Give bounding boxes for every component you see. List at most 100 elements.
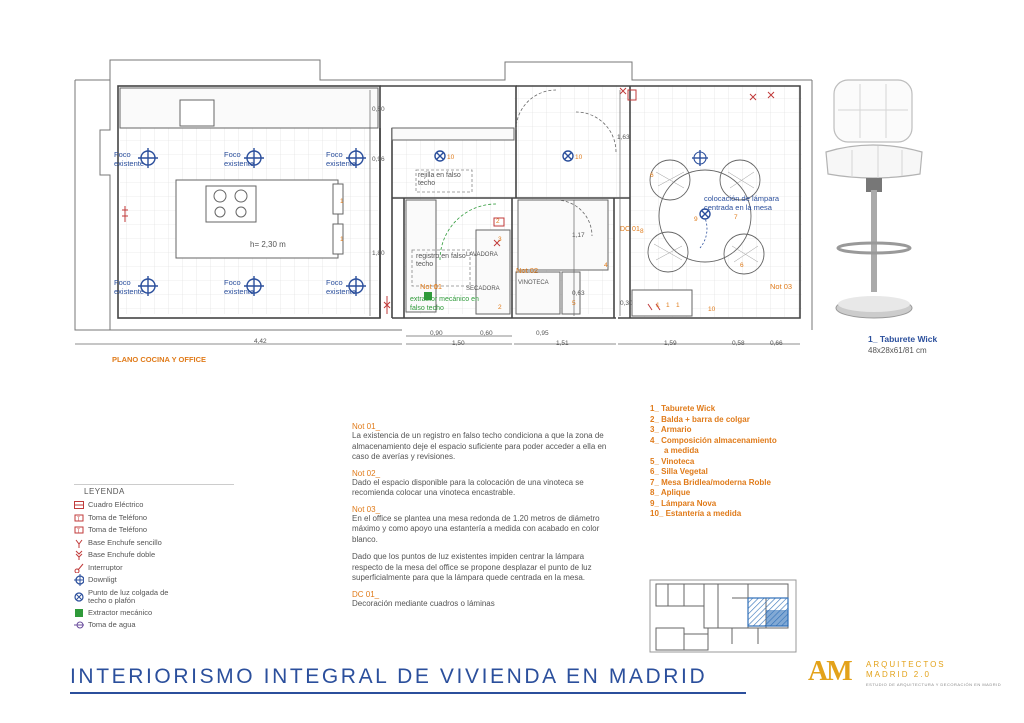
extractor-label: extractor mecánico en falso techo xyxy=(410,296,479,312)
downlight-icon xyxy=(244,148,264,168)
foco-label: Foco existente xyxy=(224,278,255,296)
furniture-item: 7_ Mesa Bridlea/moderna Roble xyxy=(650,477,771,487)
note-heading: Not 01_ xyxy=(352,422,381,431)
phone-socket-icon: T xyxy=(74,526,84,534)
phone-socket-icon: T xyxy=(74,514,84,522)
note-text: La existencia de un registro en falso te… xyxy=(352,431,607,461)
furniture-item: 6_ Silla Vegetal xyxy=(650,467,708,476)
furniture-tag: 6 xyxy=(650,172,654,179)
furniture-item: 8_ Aplique xyxy=(650,488,691,497)
legend-item: Toma de agua xyxy=(74,619,234,632)
dim-label: 0,58 xyxy=(732,340,745,347)
note-heading: DC 01_ xyxy=(352,589,380,599)
furniture-item: 9_ Lámpara Nova xyxy=(650,498,717,508)
registro-label: registro en falso techo xyxy=(416,253,466,268)
furniture-item: 3_ Armario xyxy=(650,425,692,434)
dim-label: 0,66 xyxy=(770,340,783,347)
furniture-item: 5_ Vinoteca xyxy=(650,456,695,466)
extractor-icon xyxy=(74,608,84,617)
stool-image xyxy=(825,79,923,319)
page-title: INTERIORISMO INTEGRAL DE VIVIENDA EN MAD… xyxy=(70,665,708,688)
double-socket-icon xyxy=(74,550,84,561)
furniture-item: 4_ Composición almacenamiento xyxy=(650,435,777,445)
furniture-item: 2_ Balda + barra de colgar xyxy=(650,414,750,424)
title-underline xyxy=(70,692,746,694)
dim-label: 0,60 xyxy=(372,106,385,113)
note-tag-02: Not 02 xyxy=(516,266,539,275)
dim-label: 0,60 xyxy=(480,330,493,337)
dim-label: 0,96 xyxy=(372,156,385,163)
lavadora-label: LAVADORA xyxy=(466,252,498,258)
furniture-tag: 2 xyxy=(498,304,502,311)
furniture-tag: 1 xyxy=(656,302,660,309)
downlight-icon xyxy=(138,148,158,168)
downlight-icon xyxy=(244,276,264,296)
pendant-light-icon xyxy=(699,208,711,220)
dim-label: 1,59 xyxy=(664,340,677,347)
foco-label: Foco existente xyxy=(224,150,255,168)
note-heading: Not 03_ xyxy=(352,504,381,514)
ceiling-height-label: h= 2,30 m xyxy=(250,240,286,249)
legend-item: T Toma de Teléfono xyxy=(74,524,234,537)
note-tag-03: Not 03 xyxy=(770,282,793,291)
furniture-tag: 7 xyxy=(734,214,738,221)
note-tag-01: Not 01 xyxy=(420,282,443,291)
legend-item: Base Enchufe sencillo xyxy=(74,537,234,550)
legend-item: Cuadro Eléctrico xyxy=(74,499,234,512)
dim-label: 1,51 xyxy=(556,340,569,347)
foco-label: Foco existente xyxy=(114,278,145,296)
furniture-item: 1_ Taburete Wick xyxy=(650,404,716,413)
dim-label: 1,63 xyxy=(617,134,630,141)
furniture-tag: 6 xyxy=(740,262,744,269)
dim-label: 1,17 xyxy=(572,232,585,239)
pendant-light-icon xyxy=(434,150,446,162)
water-outlet-icon xyxy=(74,620,84,630)
logo: AM ARQUITECTOS MADRID 2.0 ESTUDIO DE ARQ… xyxy=(808,656,1001,696)
legend-item: Downligt xyxy=(74,574,234,587)
stool-size: 48x28x61/81 cm xyxy=(868,346,927,355)
secadora-label: SECADORA xyxy=(466,286,500,292)
furniture-tag: 3 xyxy=(498,236,502,243)
legend-item: Base Enchufe doble xyxy=(74,549,234,562)
single-socket-icon xyxy=(74,538,84,548)
legend-item: Interruptor xyxy=(74,562,234,575)
key-plan xyxy=(649,579,797,653)
furniture-tag: 10 xyxy=(708,306,716,313)
logo-tagline: ESTUDIO DE ARQUITECTURA Y DECORACIÓN EN … xyxy=(866,682,1002,687)
furniture-tag: 8 xyxy=(640,228,644,235)
furniture-tag: 5 xyxy=(572,300,576,307)
foco-label: Foco existente xyxy=(326,150,357,168)
furniture-tag: 1 xyxy=(666,302,670,309)
plan-caption: PLANO COCINA Y OFFICE xyxy=(112,355,207,364)
dim-label: 0,63 xyxy=(572,290,585,297)
downlight-icon xyxy=(346,276,366,296)
furniture-tag: 4 xyxy=(604,262,608,269)
dc-tag: DC 01 xyxy=(620,226,640,233)
furniture-tag: 1 xyxy=(676,302,680,309)
furniture-tag: 10 xyxy=(575,154,583,161)
downlight-icon xyxy=(692,150,708,166)
logo-line1: ARQUITECTOS xyxy=(866,660,946,669)
svg-text:T: T xyxy=(77,529,80,535)
legend-item: Extractor mecánico xyxy=(74,607,234,620)
note-text: En el office se plantea una mesa redonda… xyxy=(352,513,600,544)
rejilla-label: rejilla en falso techo xyxy=(418,172,461,187)
furniture-list: 1_ Taburete Wick 2_ Balda + barra de col… xyxy=(650,404,810,520)
legend: LEYENDA Cuadro Eléctrico T Toma de Teléf… xyxy=(74,484,234,655)
electrical-panel-icon xyxy=(74,501,84,510)
dim-label: 4,42 xyxy=(254,338,267,345)
dim-label: 1,80 xyxy=(372,250,385,257)
furniture-tag: 2 xyxy=(496,218,500,225)
dim-label: 1,50 xyxy=(452,340,465,347)
svg-text:T: T xyxy=(77,516,80,522)
switch-icon xyxy=(74,563,84,573)
note-text: Dado el espacio disponible para la coloc… xyxy=(352,477,584,498)
logo-mark: AM xyxy=(808,656,853,687)
note-text: Dado que los puntos de luz existentes im… xyxy=(352,552,592,582)
furniture-item: 10_ Estantería a medida xyxy=(650,509,742,518)
furniture-tag: 1 xyxy=(340,236,344,243)
extractor-icon xyxy=(424,292,432,300)
foco-label: Foco existente xyxy=(326,278,357,296)
furniture-item: a medida xyxy=(664,446,699,455)
